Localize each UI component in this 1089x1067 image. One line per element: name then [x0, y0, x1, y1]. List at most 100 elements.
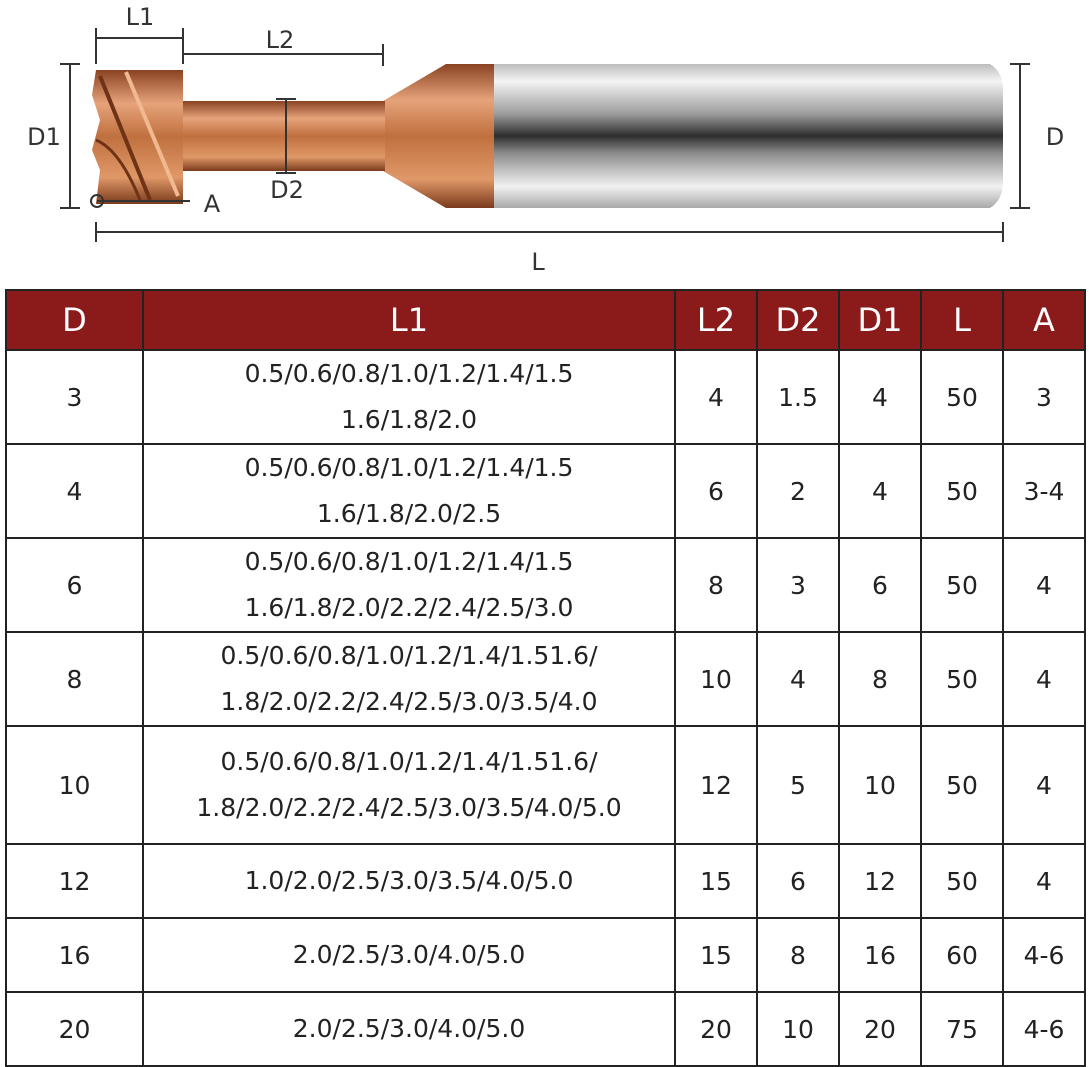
cutter-flute: [98, 75, 152, 201]
cell-d2: 5: [756, 725, 840, 845]
cell-l1: 0.5/0.6/0.8/1.0/1.2/1.4/1.51.6/1.8/2.0/2…: [142, 725, 676, 845]
cell-d: 6: [5, 537, 144, 633]
cell-d: 16: [5, 917, 144, 993]
cell-d2: 3: [756, 537, 840, 633]
cell-d1: 16: [838, 917, 922, 993]
neck-taper: [383, 64, 446, 208]
cell-l1-line: 1.6/1.8/2.0/2.2/2.4/2.5/3.0: [244, 593, 574, 622]
cell-l1-line: 2.0/2.5/3.0/4.0/5.0: [292, 940, 526, 969]
cutter-flute: [124, 71, 180, 197]
cell-a: 4: [1002, 537, 1086, 633]
cell-a: 4-6: [1002, 991, 1086, 1067]
label-d2: D2: [270, 176, 304, 204]
cell-d1: 20: [838, 991, 922, 1067]
cell-d1: 12: [838, 843, 922, 919]
cell-l1-line: 0.5/0.6/0.8/1.0/1.2/1.4/1.5: [244, 359, 574, 388]
cell-l1: 2.0/2.5/3.0/4.0/5.0: [142, 991, 676, 1067]
cell-l: 60: [920, 917, 1004, 993]
cell-a: 4-6: [1002, 917, 1086, 993]
cell-l1: 0.5/0.6/0.8/1.0/1.2/1.4/1.5 1.6/1.8/2.0/2…: [142, 537, 676, 633]
cell-l1-line: 0.5/0.6/0.8/1.0/1.2/1.4/1.5: [244, 547, 574, 576]
table-row: 4 0.5/0.6/0.8/1.0/1.2/1.4/1.5 1.6/1.8/2.0/…: [5, 443, 1086, 539]
cell-l2: 8: [674, 537, 758, 633]
header-d: D: [5, 289, 144, 351]
cell-l2: 15: [674, 843, 758, 919]
cell-d1: 10: [838, 725, 922, 845]
label-d1: D1: [27, 123, 61, 151]
cell-d2: 2: [756, 443, 840, 539]
cell-l2: 10: [674, 631, 758, 727]
shank-collar: [446, 64, 494, 208]
cell-l1: 0.5/0.6/0.8/1.0/1.2/1.4/1.5 1.6/1.8/2.0: [142, 349, 676, 445]
cell-l: 50: [920, 537, 1004, 633]
cell-l1-line: 0.5/0.6/0.8/1.0/1.2/1.4/1.5: [244, 453, 574, 482]
cell-l2: 20: [674, 991, 758, 1067]
cell-l2: 15: [674, 917, 758, 993]
label-l2: L2: [266, 26, 295, 54]
cell-l: 50: [920, 631, 1004, 727]
shank: [492, 64, 1003, 208]
cell-d: 3: [5, 349, 144, 445]
label-l1: L1: [126, 3, 155, 31]
cell-d: 10: [5, 725, 144, 845]
cell-d2: 10: [756, 991, 840, 1067]
cell-l1-line: 2.0/2.5/3.0/4.0/5.0: [292, 1014, 526, 1043]
cell-l2: 12: [674, 725, 758, 845]
cell-l1: 1.0/2.0/2.5/3.0/3.5/4.0/5.0: [142, 843, 676, 919]
cell-d: 20: [5, 991, 144, 1067]
cell-d2: 4: [756, 631, 840, 727]
cell-l: 50: [920, 725, 1004, 845]
cell-l1-line: 0.5/0.6/0.8/1.0/1.2/1.4/1.51.6/: [220, 641, 598, 670]
header-d1: D1: [838, 289, 922, 351]
cell-l1-line: 1.8/2.0/2.2/2.4/2.5/3.0/3.5/4.0: [220, 687, 598, 716]
cell-d1: 4: [838, 349, 922, 445]
table-row: 3 0.5/0.6/0.8/1.0/1.2/1.4/1.5 1.6/1.8/2.0 4…: [5, 349, 1086, 445]
cell-d2: 1.5: [756, 349, 840, 445]
cell-l1: 0.5/0.6/0.8/1.0/1.2/1.4/1.5 1.6/1.8/2.0/2…: [142, 443, 676, 539]
cell-l: 75: [920, 991, 1004, 1067]
cell-l1-line: 1.6/1.8/2.0: [340, 405, 478, 434]
cell-d2: 8: [756, 917, 840, 993]
cell-l2: 4: [674, 349, 758, 445]
cell-l: 50: [920, 349, 1004, 445]
cell-d2: 6: [756, 843, 840, 919]
cell-l1-line: 1.0/2.0/2.5/3.0/3.5/4.0/5.0: [244, 866, 574, 895]
cell-l1: 2.0/2.5/3.0/4.0/5.0: [142, 917, 676, 993]
cell-d: 4: [5, 443, 144, 539]
header-l: L: [920, 289, 1004, 351]
table-header-row: D L1 L2 D2 D1 L A: [5, 289, 1086, 351]
label-a: A: [204, 190, 221, 218]
dimension-lines: [60, 28, 1030, 242]
cell-l: 50: [920, 843, 1004, 919]
cutter-head: [92, 70, 183, 204]
table-row: 6 0.5/0.6/0.8/1.0/1.2/1.4/1.5 1.6/1.8/2.0/…: [5, 537, 1086, 633]
header-l2: L2: [674, 289, 758, 351]
cell-d1: 4: [838, 443, 922, 539]
cell-d1: 6: [838, 537, 922, 633]
cell-a: 4: [1002, 843, 1086, 919]
header-l1: L1: [142, 289, 676, 351]
cell-l: 50: [920, 443, 1004, 539]
cell-l1-line: 0.5/0.6/0.8/1.0/1.2/1.4/1.51.6/: [220, 747, 598, 776]
cell-l1-line: 1.6/1.8/2.0/2.5: [316, 499, 502, 528]
cell-l1: 0.5/0.6/0.8/1.0/1.2/1.4/1.51.6/1.8/2.0/2…: [142, 631, 676, 727]
label-l: L: [531, 248, 545, 276]
cell-l1-line: 1.8/2.0/2.2/2.4/2.5/3.0/3.5/4.0/5.0: [196, 793, 622, 822]
cell-d: 8: [5, 631, 144, 727]
cell-d: 12: [5, 843, 144, 919]
label-d: D: [1046, 123, 1064, 151]
cell-a: 3: [1002, 349, 1086, 445]
tool-diagram: L1 L2 D1 D2 D A L: [27, 3, 1064, 276]
cell-a: 3-4: [1002, 443, 1086, 539]
cell-l2: 6: [674, 443, 758, 539]
cell-d1: 8: [838, 631, 922, 727]
neck: [183, 101, 385, 171]
cell-a: 4: [1002, 631, 1086, 727]
header-a: A: [1002, 289, 1086, 351]
